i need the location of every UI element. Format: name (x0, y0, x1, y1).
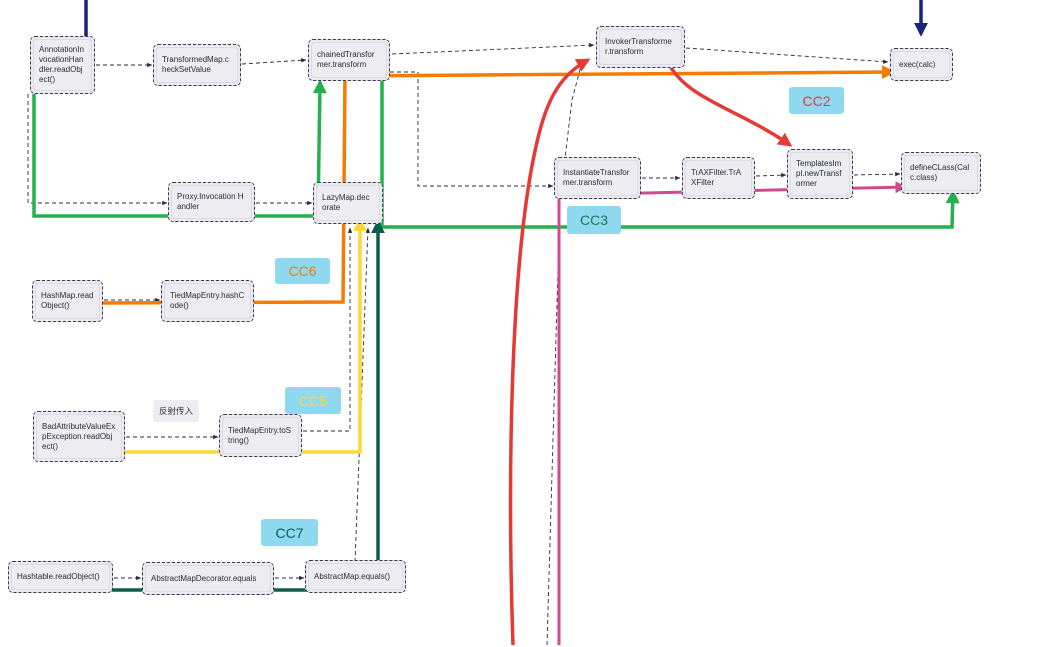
node-annotation-invocation-handler: AnnotationInvocationHandler.readObject() (30, 36, 95, 94)
edge-trax-templates (755, 173, 787, 178)
node-invoker-transformer: InvokerTransformer.transform (596, 26, 685, 68)
edge-transformedmap-chained (241, 58, 307, 65)
node-lazymap-decorate: LazyMap.decorate (313, 182, 383, 224)
node-abstract-map-equals: AbstractMap.equals() (305, 560, 406, 593)
node-hashtable-readobject: Hashtable.readObject() (8, 561, 113, 593)
node-abstract-map-decorator: AbstractMapDecorator.equals (142, 562, 274, 595)
cc2-red-chain (508, 58, 793, 646)
cc3-pink-chain (557, 181, 908, 645)
node-exec-calc: exec(calc) (890, 48, 953, 81)
node-proxy-invocation-handler: Proxy.Invocation Handler (168, 182, 255, 222)
note-reflection: 反射传入 (153, 400, 199, 422)
node-chained-transformer: chainedTransformer.transform (308, 39, 390, 81)
node-trax-filter: TrAXFilter.TrAXFilter (682, 157, 755, 199)
tag-cc7: CC7 (261, 519, 318, 546)
node-instantiate-transformer: InstantiateTransformer.transform (554, 157, 641, 199)
node-badattribute-readobject: BadAttributeValueExpException.readObject… (33, 411, 125, 462)
red-arrow-to-invoker (508, 58, 591, 646)
edge-invoker-exec (685, 47, 889, 64)
edge-chained-instantiate (390, 71, 554, 189)
tag-cc2: CC2 (789, 87, 844, 114)
tag-cc6: CC6 (275, 258, 330, 284)
edge-chained-invoker (391, 43, 595, 55)
edge-templates-defineclass (853, 171, 901, 177)
node-define-class: defineCLass(Calc.class) (901, 152, 981, 194)
node-tiedmapentry-hashcode: TiedMapEntry.hashCode() (161, 280, 254, 322)
tag-cc5: CC5 (285, 387, 341, 414)
pink-arrow-to-defineclass (557, 181, 908, 645)
edge-annotation-proxy (27, 94, 168, 206)
node-hashmap-readobject: HashMap.readObject() (32, 280, 103, 322)
edge-tostring-lazymap (303, 227, 353, 432)
node-tiedmapentry-tostring: TiedMapEntry.toString() (219, 414, 302, 457)
red-arrow-to-templates (668, 65, 793, 147)
green-arrow-to-defineclass (380, 72, 960, 229)
node-transformed-map: TransformedMap.checkSetValue (153, 44, 241, 86)
node-templates-impl: TemplatesImpl.newTransformer (787, 149, 853, 199)
dashed-connectors (27, 43, 901, 646)
navy-chain (84, 0, 928, 38)
tag-cc3: CC3 (567, 206, 621, 234)
edge-long-dashed-down (546, 61, 583, 646)
